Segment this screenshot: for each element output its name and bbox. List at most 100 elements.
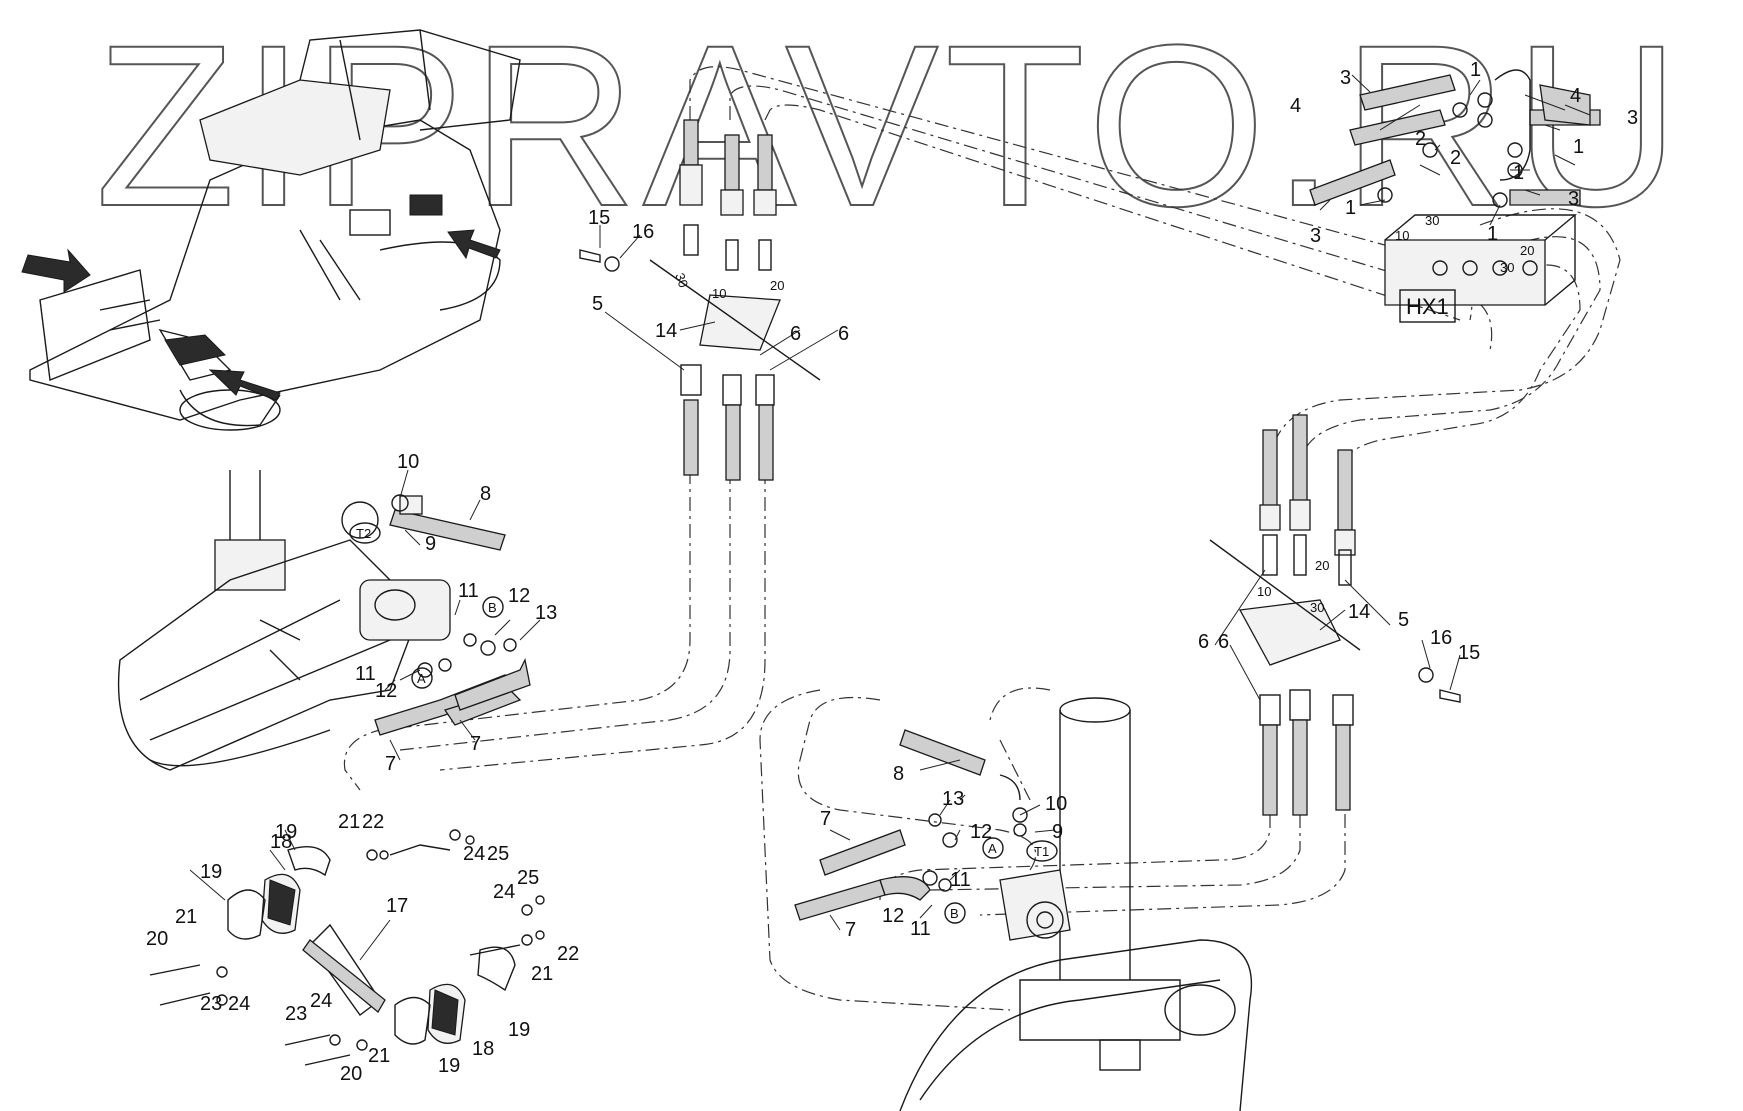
tag-a-left: A (417, 671, 426, 686)
callout-16: 16 (632, 221, 654, 243)
center-hose-group (579, 119, 821, 481)
callout-12: 12 (375, 680, 397, 702)
plate-port-10b: 10 (1257, 584, 1271, 599)
tag-a-right: A (988, 841, 997, 856)
callout-24: 24 (463, 843, 485, 865)
left-track-assembly (117, 470, 451, 771)
callout-10: 10 (397, 451, 419, 473)
callout-3: 3 (1340, 67, 1351, 89)
callout-6: 6 (838, 323, 849, 345)
callout-numbers: 3 4 1 4 3 2 2 1 1 3 3 1 1 15 16 5 14 6 6… (146, 59, 1638, 1085)
callout-15: 15 (588, 207, 610, 229)
callout-2: 2 (1450, 147, 1461, 169)
callout-7: 7 (385, 753, 396, 775)
callout-1: 1 (1345, 197, 1356, 219)
callout-7: 7 (820, 808, 831, 830)
manifold-label: HX1 (1406, 294, 1449, 319)
location-arrows (21, 229, 501, 401)
callout-13: 13 (942, 788, 964, 810)
right-track-assembly (899, 697, 1253, 1111)
callout-19: 19 (438, 1055, 460, 1077)
callout-3: 3 (1310, 225, 1321, 247)
callout-19: 19 (508, 1019, 530, 1041)
callout-1: 1 (1573, 136, 1584, 158)
center-right-hoses (794, 729, 1071, 941)
plate-port-20b: 20 (1315, 558, 1329, 573)
callout-20: 20 (146, 928, 168, 950)
port-label-20: 20 (1520, 243, 1534, 258)
callout-1: 1 (1513, 162, 1524, 184)
callout-6: 6 (1198, 631, 1209, 653)
callout-6: 6 (790, 323, 801, 345)
callout-7: 7 (845, 919, 856, 941)
callout-3: 3 (1627, 107, 1638, 129)
callout-9: 9 (425, 533, 436, 555)
leader-lines (189, 74, 1591, 961)
callout-12: 12 (882, 905, 904, 927)
callout-4: 4 (1570, 85, 1581, 107)
callout-8: 8 (480, 483, 491, 505)
port-label-10: 10 (1395, 228, 1409, 243)
callout-14: 14 (1348, 601, 1370, 623)
plate-port-10: 10 (712, 286, 726, 301)
callout-18: 18 (472, 1038, 494, 1060)
callout-24: 24 (493, 881, 515, 903)
callout-12: 12 (508, 585, 530, 607)
callout-20: 20 (340, 1063, 362, 1085)
arrow-icon (208, 369, 281, 401)
callout-3: 3 (1568, 188, 1579, 210)
port-label-30: 30 (1425, 213, 1439, 228)
callout-5: 5 (1398, 609, 1409, 631)
callout-22: 22 (362, 811, 384, 833)
callout-15: 15 (1458, 642, 1480, 664)
arrow-icon (21, 248, 91, 293)
tag-b-right: B (950, 906, 959, 921)
right-hose-group (1209, 414, 1461, 816)
callout-21: 21 (175, 906, 197, 928)
callout-7: 7 (470, 733, 481, 755)
callout-23: 23 (285, 1003, 307, 1025)
callout-1: 1 (1470, 59, 1481, 81)
callout-23: 23 (200, 993, 222, 1015)
callout-16: 16 (1430, 627, 1452, 649)
callout-18: 18 (270, 831, 292, 853)
callout-11: 11 (458, 580, 479, 602)
callout-9: 9 (1052, 821, 1063, 843)
callout-21: 21 (531, 963, 553, 985)
callout-8: 8 (893, 763, 904, 785)
callout-10: 10 (1045, 793, 1067, 815)
machine-overview (29, 29, 521, 431)
callout-19: 19 (200, 861, 222, 883)
callout-21: 21 (338, 811, 360, 833)
tag-b-left: B (488, 600, 497, 615)
callout-11: 11 (910, 918, 931, 940)
callout-12: 12 (970, 821, 992, 843)
callout-17: 17 (386, 895, 408, 917)
tag-t1: T1 (1034, 844, 1049, 859)
arrow-icon (447, 229, 501, 260)
control-box (409, 194, 443, 216)
callout-5: 5 (592, 293, 603, 315)
callout-13: 13 (535, 602, 557, 624)
callout-25: 25 (517, 867, 539, 889)
tag-t2: T2 (356, 526, 371, 541)
port-label-30b: 30 (1500, 260, 1514, 275)
callout-6: 6 (1218, 631, 1229, 653)
callout-21: 21 (368, 1045, 390, 1067)
callout-19: 19 (275, 821, 297, 843)
callout-22: 22 (557, 943, 579, 965)
callout-4: 4 (1290, 95, 1301, 117)
callout-24: 24 (310, 990, 332, 1012)
plate-port-30: 30 (672, 271, 691, 290)
hx1-manifold-assembly: HX1 10 30 20 30 (1309, 69, 1601, 323)
callout-2: 2 (1415, 128, 1426, 150)
left-fittings (417, 633, 517, 678)
callout-1: 1 (1487, 223, 1498, 245)
plate-port-30b: 30 (1310, 600, 1324, 615)
plate-port-20: 20 (770, 278, 784, 293)
plate-port-labels: 30 10 20 10 20 30 (672, 271, 1329, 615)
callout-11: 11 (355, 663, 376, 685)
callout-24: 24 (228, 993, 250, 1015)
